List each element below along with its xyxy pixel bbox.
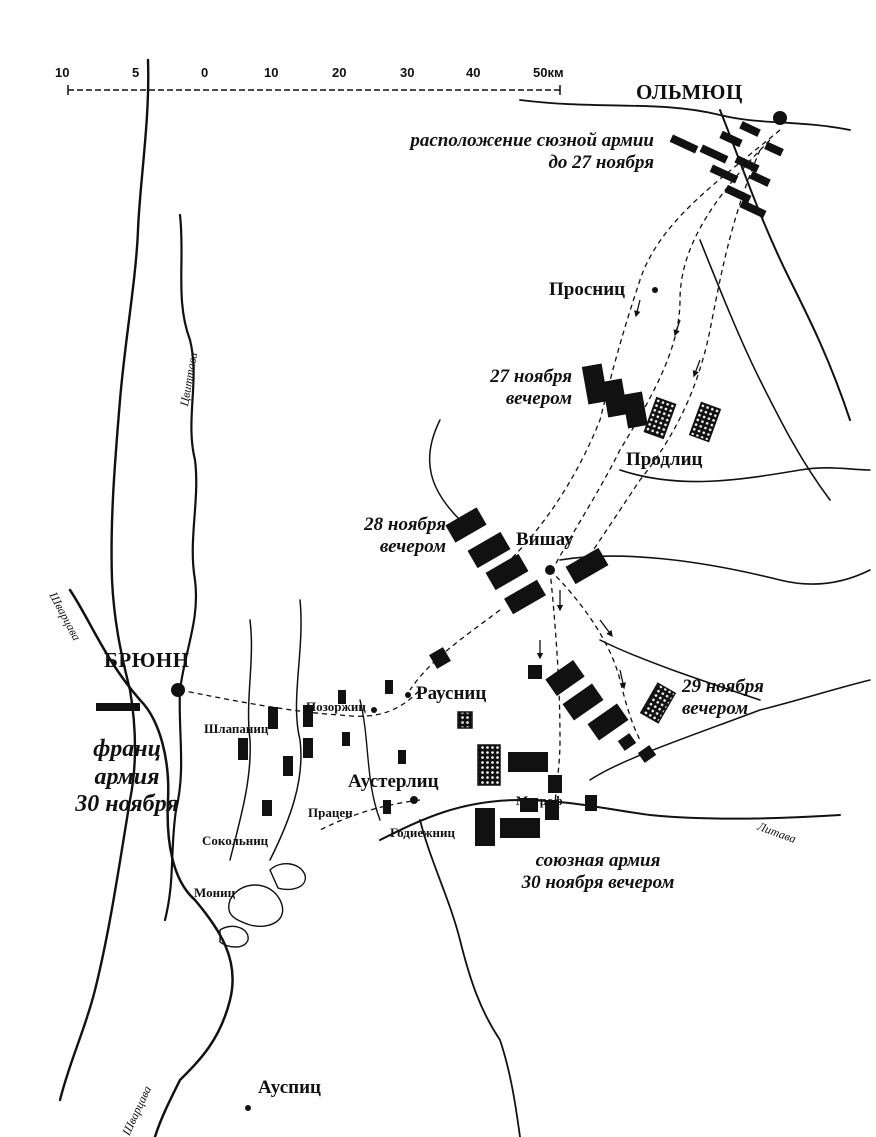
city-marker-posorschitz [371, 707, 377, 713]
city-marker-auspitz [245, 1105, 251, 1111]
scale-tick: 5 [132, 65, 140, 80]
annotation-line: франц [93, 736, 161, 762]
scale-tick: 10 [55, 65, 70, 80]
annotation-line: 27 ноября [490, 366, 572, 387]
annotation-nov29: 29 ноября вечером [682, 676, 792, 720]
annotation-allied-before: расположение сюзной армии до 27 ноября [352, 130, 654, 174]
city-marker-wischau [545, 565, 555, 575]
annotation-line: вечером [505, 387, 572, 409]
annotation-nov28: 28 ноября вечером [336, 514, 446, 558]
label-prodlitz: Продлиц [626, 449, 703, 470]
annotation-line: расположение сюзной армии [410, 130, 654, 151]
label-gotschigniz: Годиежниц [390, 825, 455, 840]
river-schwarzawa [68, 588, 234, 1137]
city-marker-rausnitz [405, 692, 411, 698]
annotation-line: армия [94, 763, 160, 790]
label-moenitz: Мониц [194, 885, 236, 900]
label-schlapanitz: Шлапаниц [204, 721, 269, 736]
troop-blocks [96, 121, 784, 846]
label-prosnitz: Просниц [549, 279, 626, 300]
scale-tick: 40 [466, 65, 481, 80]
label-olmutz: ОЛЬМЮЦ [636, 80, 743, 104]
annotation-allied-nov30: союзная армия 30 ноября вечером [498, 850, 698, 894]
city-marker-prosnitz [652, 287, 658, 293]
annotation-french-army: франц армия 30 ноября [62, 736, 192, 819]
routes [179, 129, 781, 831]
annotation-line: 30 ноября вечером [521, 871, 675, 893]
scale-bar [67, 85, 561, 95]
ponds [219, 863, 306, 948]
annotation-line: 30 ноября [75, 791, 179, 818]
rivers [58, 58, 871, 1137]
label-nemrof: Мегроф [516, 793, 563, 808]
city-markers [171, 111, 787, 1111]
annotation-nov27: 27 ноября вечером [462, 366, 572, 410]
annotation-line: вечером [682, 697, 749, 719]
scale-tick: 30 [400, 65, 415, 80]
label-sokolnitz: Сокольниц [202, 833, 269, 848]
annotation-line: вечером [379, 535, 446, 557]
river-zwittawa [163, 213, 198, 922]
city-marker-olmutz [773, 111, 787, 125]
scale-tick: 20 [332, 65, 347, 80]
label-pratzen: Працен [308, 805, 353, 820]
river-south [419, 819, 521, 1137]
annotation-line: союзная армия [535, 850, 661, 871]
label-austerlitz: Аустерлиц [348, 771, 439, 792]
label-rausnitz: Раусниц [416, 683, 487, 704]
annotation-line: 28 ноября [364, 514, 446, 535]
arrows [536, 299, 701, 690]
annotation-line: до 27 ноября [548, 151, 654, 173]
scale-tick: 0 [201, 65, 209, 80]
scale-tick: 50км [533, 65, 564, 80]
label-posorschitz: Позоржиц [306, 699, 366, 714]
label-auspitz: Ауспиц [258, 1077, 321, 1098]
city-marker-austerlitz [410, 796, 418, 804]
city-marker-brunn [171, 683, 185, 697]
cavalry-blocks [457, 396, 722, 786]
label-wischau: Вишау [516, 529, 574, 550]
annotation-line: 29 ноября [682, 676, 764, 697]
scale-tick: 10 [264, 65, 279, 80]
river-main-west [58, 58, 150, 1102]
label-brunn: БРЮНН [104, 648, 190, 672]
